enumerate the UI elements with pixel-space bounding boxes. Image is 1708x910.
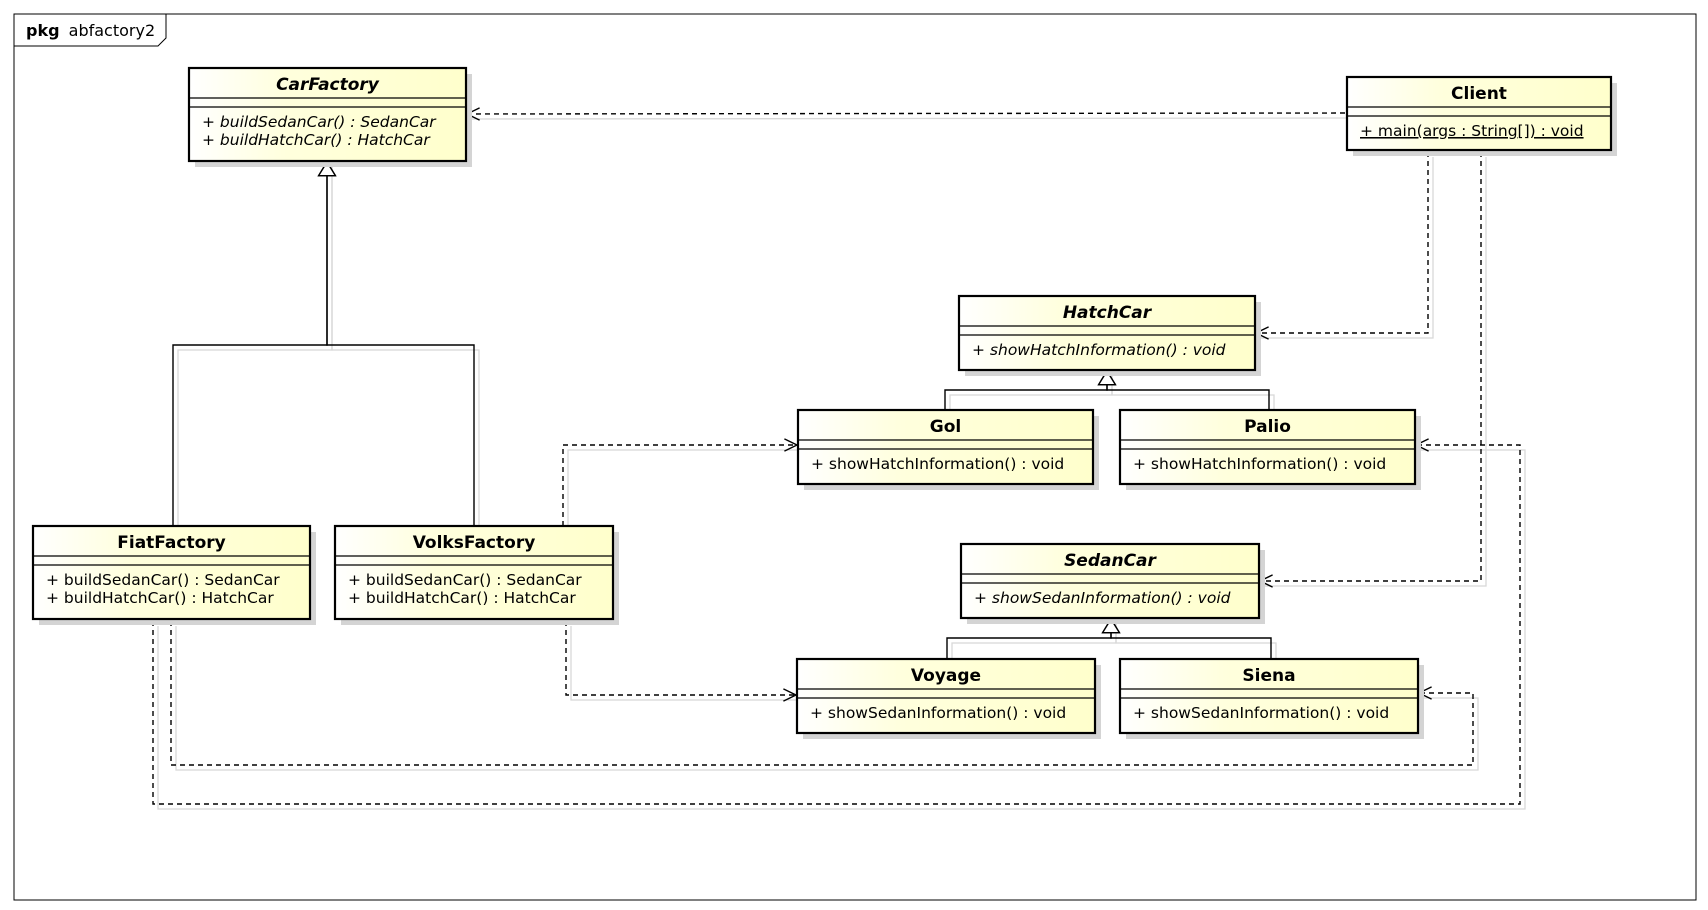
- generalization-volks-factory-to-car-factory-arrowhead: [317, 160, 337, 177]
- dependency-client-to-hatch-car: [1254, 152, 1429, 340]
- dependency-fiat-factory-to-palio-line: [152, 444, 1521, 805]
- dependency-volks-factory-to-gol: [562, 438, 799, 526]
- generalization-palio-to-hatch-car-line: [1106, 371, 1270, 410]
- dependency-client-to-sedan-car: [1258, 152, 1482, 588]
- class-car-factory[interactable]: CarFactory + buildSedanCar() : SedanCar+ …: [187, 66, 472, 167]
- class-name: Siena: [1242, 666, 1295, 686]
- dependency-volks-factory-to-voyage-shadow: [570, 626, 801, 701]
- class-name: HatchCar: [1063, 303, 1153, 323]
- package-frame: pkg abfactory2: [13, 13, 1697, 901]
- class-volks-factory[interactable]: VolksFactory + buildSedanCar() : SedanCar…: [333, 524, 619, 625]
- dependency-fiat-factory-to-siena-shadow: [175, 626, 1479, 771]
- class-box: [795, 657, 1097, 735]
- class-name: Palio: [1244, 417, 1291, 437]
- dependency-client-to-car-factory-line: [466, 112, 1346, 115]
- class-gol[interactable]: Gol + showHatchInformation() : void: [796, 408, 1099, 490]
- dependency-client-to-car-factory-shadow: [471, 117, 1351, 120]
- generalization-siena-to-sedan-car-arrowhead: [1101, 617, 1121, 634]
- svg-text:pkg abfactory2: pkg abfactory2: [26, 21, 155, 40]
- generalization-volks-factory-to-car-factory-shadow: [331, 167, 480, 531]
- classes: CarFactory+ buildSedanCar() : SedanCar+ …: [31, 66, 1617, 739]
- package-keyword: pkg: [26, 21, 60, 40]
- class-fiat-factory[interactable]: FiatFactory + buildSedanCar() : SedanCar+…: [31, 524, 316, 625]
- class-operation: + main(args : String[]) : void: [1360, 122, 1584, 140]
- class-client[interactable]: Client + main(args : String[]) : void: [1345, 75, 1617, 156]
- class-palio[interactable]: Palio + showHatchInformation() : void: [1118, 408, 1421, 490]
- class-box: [796, 408, 1095, 486]
- class-box: [1118, 408, 1417, 486]
- class-operation: + buildHatchCar() : HatchCar: [202, 131, 431, 149]
- generalization-palio-to-hatch-car-arrowhead: [1097, 369, 1117, 386]
- generalization-palio-to-hatch-car: [1097, 369, 1270, 410]
- class-operation: + buildHatchCar() : HatchCar: [46, 589, 274, 607]
- dependency-fiat-factory-to-palio-shadow: [157, 449, 1526, 810]
- class-operation: + buildHatchCar() : HatchCar: [348, 589, 576, 607]
- class-operation: + buildSedanCar() : SedanCar: [46, 571, 280, 589]
- generalization-gol-to-hatch-car: [944, 369, 1117, 410]
- class-name: Client: [1451, 84, 1507, 104]
- dependency-client-to-sedan-car-line: [1260, 152, 1482, 582]
- package-name: abfactory2: [69, 21, 155, 40]
- dependency-volks-factory-to-voyage: [565, 621, 798, 702]
- dependency-client-to-hatch-car-line: [1256, 152, 1429, 334]
- class-operation: + showSedanInformation() : void: [810, 704, 1066, 722]
- generalization-fiat-factory-to-car-factory: [172, 160, 337, 526]
- relations-shadow: [157, 117, 1526, 810]
- class-siena[interactable]: Siena + showSedanInformation() : void: [1118, 657, 1424, 739]
- generalization-volks-factory-to-car-factory: [317, 160, 475, 526]
- generalization-voyage-to-sedan-car-line: [946, 619, 1112, 659]
- class-name: Voyage: [911, 666, 981, 686]
- generalization-voyage-to-sedan-car: [946, 617, 1121, 659]
- class-operation: + buildSedanCar() : SedanCar: [202, 113, 437, 131]
- class-operation: + showHatchInformation() : void: [811, 455, 1064, 473]
- class-operation: + showSedanInformation() : void: [974, 589, 1231, 607]
- class-operation: + showHatchInformation() : void: [1133, 455, 1386, 473]
- dependency-volks-factory-to-voyage-line: [565, 621, 796, 696]
- class-box: [959, 542, 1261, 620]
- class-operation: + showSedanInformation() : void: [1133, 704, 1389, 722]
- generalization-volks-factory-to-car-factory-line: [326, 162, 475, 526]
- generalization-fiat-factory-to-car-factory-line: [172, 162, 328, 526]
- dependency-volks-factory-to-gol-shadow: [567, 449, 802, 531]
- dependency-client-to-hatch-car-shadow: [1261, 157, 1434, 339]
- relations: [152, 107, 1521, 805]
- class-name: CarFactory: [276, 75, 380, 95]
- class-name: FiatFactory: [117, 533, 225, 553]
- class-box: [1345, 75, 1613, 152]
- class-box: [31, 524, 312, 621]
- generalization-siena-to-sedan-car-line: [1110, 619, 1272, 659]
- class-box: [957, 294, 1257, 372]
- dependency-volks-factory-to-gol-line: [562, 444, 797, 526]
- class-box: [187, 66, 468, 163]
- dependency-client-to-sedan-car-shadow: [1265, 157, 1487, 587]
- generalization-fiat-factory-to-car-factory-shadow: [177, 167, 333, 531]
- class-box: [1118, 657, 1420, 735]
- class-name: Gol: [930, 417, 961, 437]
- generalization-siena-to-sedan-car: [1101, 617, 1272, 659]
- class-operation: + buildSedanCar() : SedanCar: [348, 571, 582, 589]
- class-voyage[interactable]: Voyage + showSedanInformation() : void: [795, 657, 1101, 739]
- class-name: VolksFactory: [413, 533, 536, 553]
- class-sedan-car[interactable]: SedanCar + showSedanInformation() : void: [959, 542, 1265, 624]
- class-box: [333, 524, 615, 621]
- class-name: SedanCar: [1064, 551, 1157, 571]
- generalization-siena-to-sedan-car-shadow: [1115, 624, 1277, 664]
- class-operation: + showHatchInformation() : void: [972, 341, 1226, 359]
- generalization-gol-to-hatch-car-line: [944, 371, 1108, 410]
- class-hatch-car[interactable]: HatchCar + showHatchInformation() : void: [957, 294, 1261, 376]
- generalization-palio-to-hatch-car-shadow: [1111, 376, 1275, 415]
